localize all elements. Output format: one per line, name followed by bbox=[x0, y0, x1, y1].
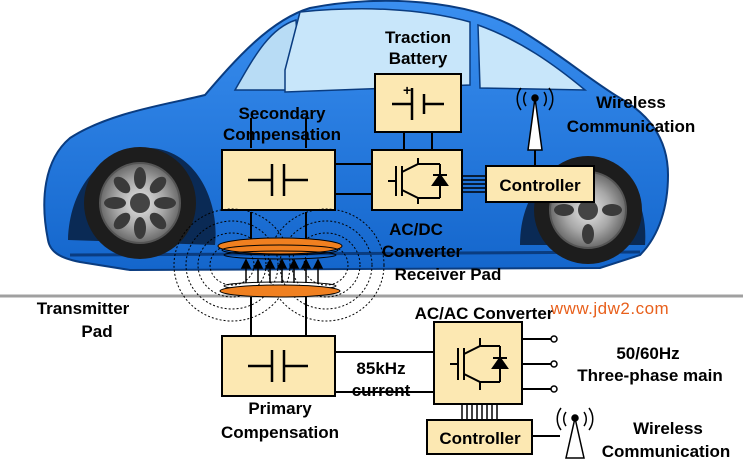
antenna-icon bbox=[516, 87, 554, 151]
primary-compensation-label-1: Primary bbox=[248, 399, 312, 418]
receiver-pad bbox=[217, 237, 343, 260]
receiver-pad-label: Receiver Pad bbox=[395, 265, 502, 284]
acac-converter-box bbox=[433, 321, 523, 405]
capacitor-icon bbox=[248, 350, 308, 382]
transmitter-pad bbox=[219, 281, 341, 298]
rear-wheel bbox=[84, 147, 196, 259]
acdc-converter-box bbox=[371, 149, 463, 211]
secondary-compensation-box bbox=[221, 149, 336, 211]
battery-icon bbox=[392, 88, 444, 120]
side-window bbox=[284, 8, 471, 93]
acdc-converter-label-2: Converter bbox=[382, 242, 463, 261]
wireless-communication-bottom-label-1: Wireless bbox=[633, 419, 703, 438]
igbt-icon bbox=[388, 158, 449, 204]
control-bus-top bbox=[462, 175, 486, 193]
mains-terminals bbox=[550, 335, 558, 393]
secondary-compensation-label-2: Compensation bbox=[223, 125, 341, 144]
acac-converter-label: AC/AC Converter bbox=[415, 304, 554, 323]
controller-bottom-box: Controller bbox=[426, 419, 533, 455]
watermark: www.jdw2.com bbox=[550, 299, 669, 318]
rear-window bbox=[233, 19, 301, 91]
mains-label-1: 50/60Hz bbox=[616, 344, 679, 363]
antenna-icon bbox=[556, 407, 594, 459]
transmitter-pad-label-1: Transmitter bbox=[37, 299, 130, 318]
svg-text:+: + bbox=[403, 82, 411, 98]
mains-label-2: Three-phase main bbox=[577, 366, 723, 385]
capacitor-icon bbox=[248, 164, 308, 196]
wireless-communication-top-label-2: Communication bbox=[567, 117, 695, 136]
controller-top-box: Controller bbox=[485, 165, 595, 203]
current-label-2: current bbox=[352, 381, 411, 400]
wireless-communication-top-label-1: Wireless bbox=[596, 93, 666, 112]
control-bus-bottom bbox=[461, 404, 498, 420]
traction-battery-label-1: Traction bbox=[385, 28, 451, 47]
traction-battery-label-2: Battery bbox=[389, 49, 448, 68]
transmitter-pad-label-2: Pad bbox=[81, 322, 112, 341]
primary-compensation-box bbox=[221, 335, 336, 397]
controller-top-label: Controller bbox=[499, 176, 581, 195]
flux-arrows bbox=[240, 258, 324, 283]
traction-battery-box: + bbox=[374, 73, 462, 133]
current-label-1: 85kHz bbox=[356, 359, 405, 378]
wireless-communication-bottom-label-2: Communication bbox=[602, 442, 730, 459]
igbt-icon bbox=[450, 338, 509, 390]
wires-bottom bbox=[250, 297, 560, 437]
front-window bbox=[477, 23, 588, 91]
secondary-compensation-label-1: Secondary bbox=[239, 104, 326, 123]
controller-bottom-label: Controller bbox=[439, 429, 521, 448]
primary-compensation-label-2: Compensation bbox=[221, 423, 339, 442]
acdc-converter-label-1: AC/DC bbox=[389, 220, 443, 239]
